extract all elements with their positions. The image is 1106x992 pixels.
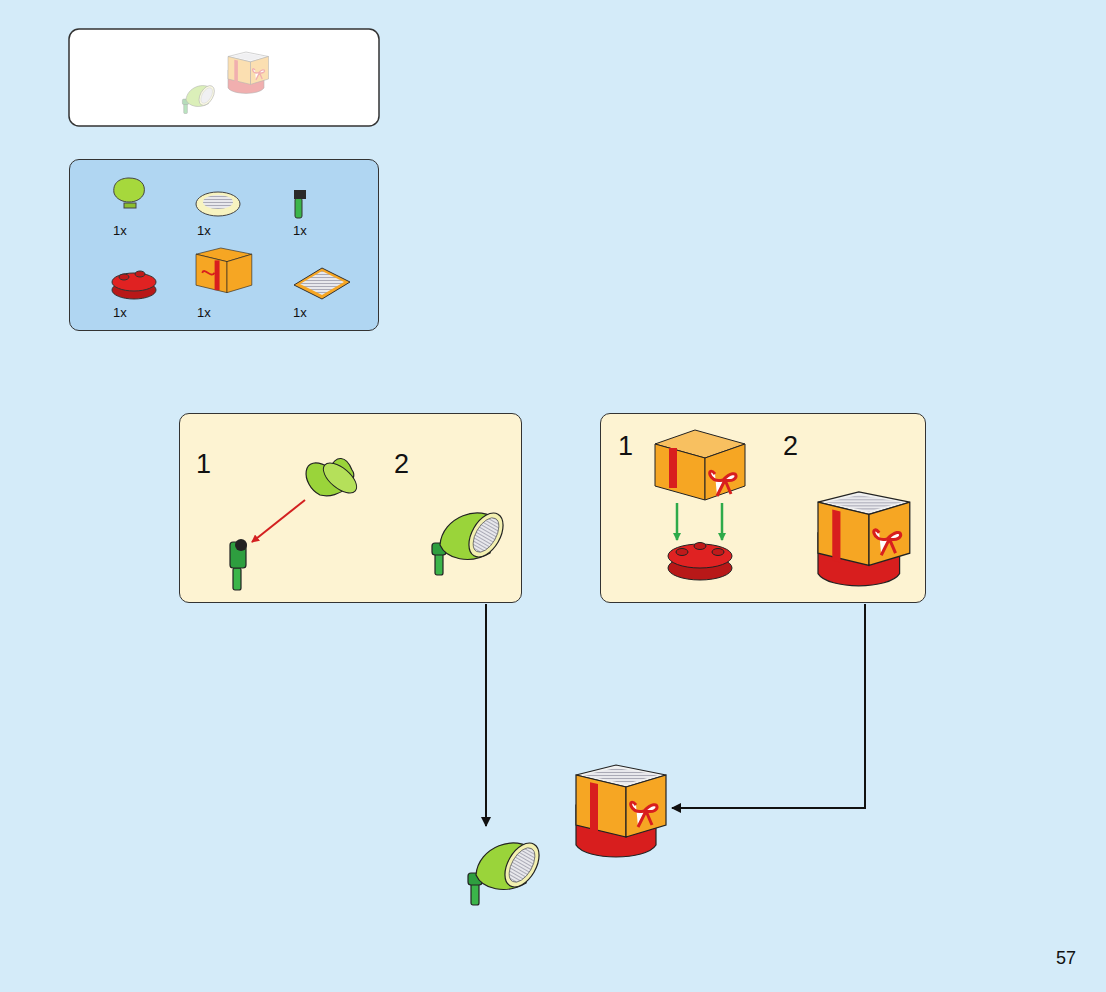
- part-count: 1x: [113, 306, 127, 319]
- step-number: 2: [394, 451, 409, 478]
- part-count: 1x: [197, 306, 211, 319]
- step-panel: 12: [179, 413, 522, 603]
- step-number: 2: [783, 433, 798, 460]
- step-number: 1: [196, 451, 211, 478]
- step-number: 1: [618, 433, 633, 460]
- part-count: 1x: [113, 224, 127, 237]
- part-count: 1x: [293, 306, 307, 319]
- parts: [112, 178, 350, 299]
- part-count: 1x: [197, 224, 211, 237]
- part-count: 1x: [293, 224, 307, 237]
- page-number: 57: [1056, 949, 1076, 967]
- overview-box: [69, 29, 379, 126]
